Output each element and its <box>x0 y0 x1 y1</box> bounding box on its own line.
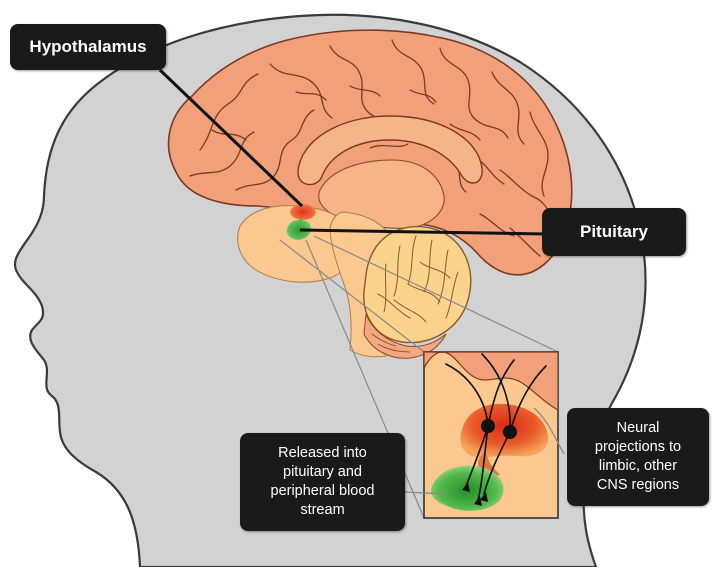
neural-label-line: Neural <box>616 420 660 436</box>
released-label-line: pituitary and <box>283 464 362 480</box>
released-label-line: Released into <box>278 445 367 461</box>
brain-folds <box>189 39 561 257</box>
neuron-cell-body <box>481 419 495 433</box>
hypothalamus-label: Hypothalamus <box>10 24 166 70</box>
hypothalamus-leader-line <box>158 68 304 208</box>
hypothalamus-region <box>290 204 316 220</box>
corpus-callosum <box>297 115 483 186</box>
released-label-line: stream <box>300 502 345 518</box>
neural-label-line: limbic, other <box>598 458 678 474</box>
neural-label-line: CNS regions <box>596 477 680 493</box>
inset-detail <box>423 351 559 519</box>
neuron-cell-body <box>503 425 517 439</box>
pituitary-label: Pituitary <box>542 208 686 256</box>
pituitary-leader-line <box>299 228 547 236</box>
neural-connector <box>533 407 565 455</box>
pituitary-label-text: Pituitary <box>579 222 649 241</box>
neural-label-line: projections to <box>594 439 682 455</box>
pituitary-region <box>286 219 312 240</box>
neural-projections-label: Neural projections to limbic, other CNS … <box>567 408 709 506</box>
hypothalamus-label-text: Hypothalamus <box>29 37 147 56</box>
released-label: Released into pituitary and peripheral b… <box>240 433 405 531</box>
released-label-line: peripheral blood <box>270 483 375 499</box>
